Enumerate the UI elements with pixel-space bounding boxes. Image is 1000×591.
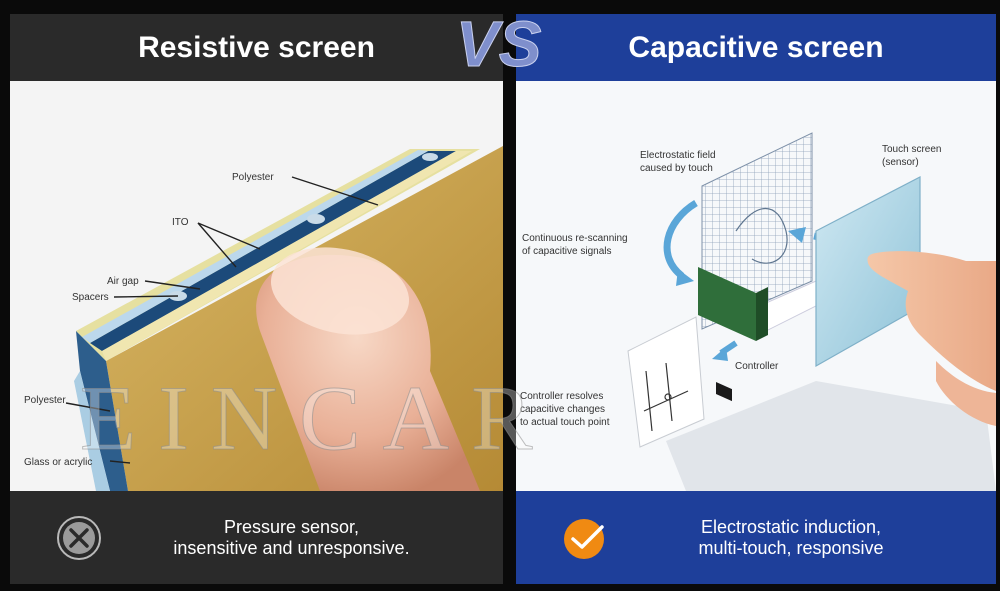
resistive-summary: Pressure sensor, insensitive and unrespo… (100, 491, 483, 584)
vs-mark: VS (448, 6, 578, 81)
resistive-diagram: Polyester ITO Air gap Spacers Polyester … (10, 81, 503, 491)
resistive-summary-line-2: insensitive and unresponsive. (173, 537, 410, 558)
label-air-gap: Air gap (107, 276, 139, 287)
label-field-1: Electrostatic field (640, 150, 716, 161)
capacitive-summary-line-1: Electrostatic induction, (700, 516, 882, 537)
label-resolves-2: capacitive changes (520, 404, 605, 415)
label-resolves-3: to actual touch point (520, 417, 610, 428)
label-rescan-2: of capacitive signals (522, 246, 612, 257)
label-ito: ITO (172, 217, 189, 228)
label-resolves-1: Controller resolves (520, 391, 603, 402)
resistive-layers-illustration: Polyester ITO Air gap Spacers Polyester … (10, 81, 503, 491)
vs-text: VS (456, 8, 542, 78)
capacitive-summary: Electrostatic induction, multi-touch, re… (606, 491, 976, 584)
capacitive-footer: Electrostatic induction, multi-touch, re… (516, 491, 996, 584)
label-polyester-bottom: Polyester (24, 395, 66, 406)
capacitive-title: Capacitive screen (516, 14, 996, 81)
label-controller: Controller (735, 361, 779, 372)
watermark: EINCAR (80, 367, 555, 469)
capacitive-illustration: Electrostatic field caused by touch Touc… (516, 81, 996, 491)
label-field-2: caused by touch (640, 163, 713, 174)
resistive-summary-line-1: Pressure sensor, (223, 516, 360, 537)
label-touch-1: Touch screen (882, 144, 941, 155)
resistive-panel: Resistive screen (10, 14, 503, 584)
resistive-footer: Pressure sensor, insensitive and unrespo… (10, 491, 503, 584)
label-touch-2: (sensor) (882, 157, 919, 168)
x-icon (56, 515, 102, 561)
label-polyester-top: Polyester (232, 172, 274, 183)
capacitive-summary-line-2: multi-touch, responsive (698, 537, 884, 558)
check-icon (562, 515, 608, 561)
label-glass: Glass or acrylic (24, 457, 92, 468)
capacitive-panel: Capacitive screen (516, 14, 996, 584)
resistive-title: Resistive screen (10, 14, 503, 81)
label-spacers: Spacers (72, 292, 109, 303)
label-rescan-1: Continuous re-scanning (522, 233, 628, 244)
capacitive-diagram: Electrostatic field caused by touch Touc… (516, 81, 996, 491)
